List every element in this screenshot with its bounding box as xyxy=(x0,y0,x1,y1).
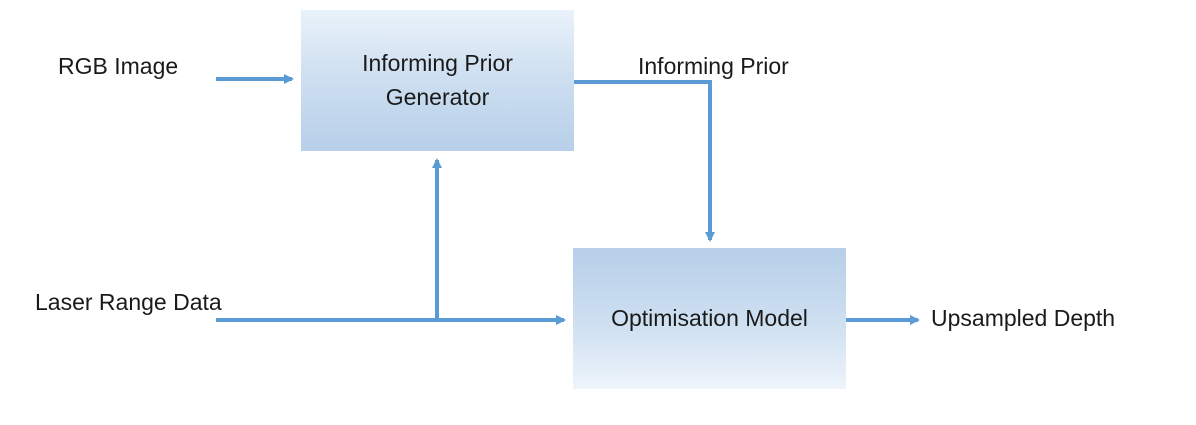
block-title-line-1: Informing Prior xyxy=(362,50,513,77)
informing-prior-generator-title: Informing Prior Generator xyxy=(362,47,513,114)
rgb-image-label: RGB Image xyxy=(58,53,179,79)
block-title-line-2: Generator xyxy=(385,83,490,110)
optimisation-model-title: Optimisation Model xyxy=(611,304,808,331)
arrow-prior-to-optimisation xyxy=(574,80,715,242)
optimisation-model-block: Optimisation Model xyxy=(573,248,846,389)
informing-prior-generator-block: Informing Prior Generator xyxy=(301,10,574,151)
informing-prior-edge-label: Informing Prior xyxy=(638,53,789,79)
laser-range-data-label: Laser Range Data xyxy=(35,289,222,315)
upsampled-depth-label: Upsampled Depth xyxy=(931,305,1116,331)
